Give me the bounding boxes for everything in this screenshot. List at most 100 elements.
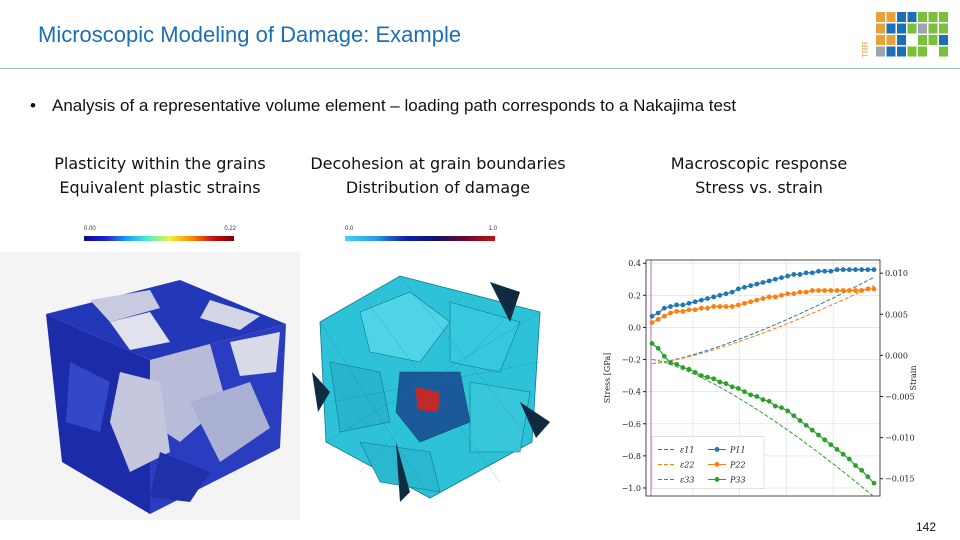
data-point-P33 bbox=[723, 381, 729, 387]
data-point-P11 bbox=[865, 267, 871, 273]
data-point-P22 bbox=[779, 292, 784, 298]
legend-label-e11: ε11 bbox=[680, 445, 694, 454]
data-point-P22 bbox=[735, 302, 741, 308]
colorbar-damage: 0.0 1.0 bbox=[345, 226, 497, 250]
logo-tile bbox=[918, 46, 927, 57]
data-point-P11 bbox=[668, 304, 673, 309]
logo-tile bbox=[907, 12, 917, 22]
heading-line: Equivalent plastic strains bbox=[59, 178, 261, 197]
data-point-P11 bbox=[723, 291, 729, 297]
y2-axis-label: Strain bbox=[909, 366, 918, 391]
data-point-P11 bbox=[809, 270, 815, 276]
logo-tile bbox=[939, 12, 948, 22]
page-number: 142 bbox=[915, 520, 936, 534]
logo-tile bbox=[918, 35, 927, 45]
data-point-P33 bbox=[834, 447, 840, 452]
logo-tile bbox=[939, 23, 948, 34]
data-point-P22 bbox=[816, 288, 821, 293]
legend-marker-P11 bbox=[714, 447, 720, 452]
data-point-P22 bbox=[791, 291, 797, 297]
column-heading-decohesion: Decohesion at grain boundaries Distribut… bbox=[303, 152, 573, 200]
title-divider bbox=[0, 68, 960, 69]
data-point-P22 bbox=[822, 288, 828, 293]
stress-strain-chart-svg: 0.40.20.0−0.2−0.4−0.6−0.8−1.00.0100.0050… bbox=[603, 259, 918, 498]
legend-box bbox=[651, 436, 765, 489]
data-point-P33 bbox=[717, 379, 723, 385]
heading-line: Macroscopic response bbox=[670, 154, 848, 173]
data-point-P11 bbox=[853, 267, 858, 273]
logo-tile bbox=[939, 35, 948, 45]
data-point-P11 bbox=[760, 280, 766, 285]
data-point-P22 bbox=[717, 304, 723, 309]
data-point-P22 bbox=[674, 308, 680, 314]
data-point-P11 bbox=[649, 313, 655, 319]
logo-tile bbox=[876, 23, 885, 34]
data-point-P22 bbox=[871, 286, 877, 292]
logo-tile bbox=[928, 23, 938, 34]
logo-tile bbox=[886, 35, 896, 45]
y2-tick-label: 0.005 bbox=[885, 310, 908, 319]
y-tick-label: −0.4 bbox=[622, 388, 641, 397]
data-point-P11 bbox=[754, 281, 760, 287]
data-point-P11 bbox=[803, 270, 809, 276]
colorbar-plastic-strain: 0.00 0.22 bbox=[84, 226, 236, 250]
data-point-P33 bbox=[840, 451, 846, 457]
data-point-P33 bbox=[748, 392, 754, 398]
plastic-strain-cube-render bbox=[0, 252, 300, 520]
data-point-P33 bbox=[705, 374, 710, 380]
heading-line: Distribution of damage bbox=[345, 178, 531, 197]
data-point-P22 bbox=[748, 299, 754, 305]
y2-tick-label: 0.010 bbox=[885, 269, 908, 278]
y-tick-label: −1.0 bbox=[622, 484, 641, 493]
data-point-P22 bbox=[846, 288, 852, 293]
data-point-P22 bbox=[686, 307, 692, 313]
data-point-P22 bbox=[760, 296, 766, 301]
data-point-P33 bbox=[661, 353, 667, 359]
data-point-P11 bbox=[797, 272, 803, 277]
data-point-P11 bbox=[735, 286, 741, 292]
colorbar-max-label: 0.22 bbox=[224, 226, 236, 232]
column-heading-plasticity: Plasticity within the grains Equivalent … bbox=[25, 152, 295, 200]
strain-line-e11 bbox=[651, 276, 875, 365]
data-point-P22 bbox=[803, 289, 809, 295]
data-point-P22 bbox=[772, 294, 778, 300]
data-point-P22 bbox=[680, 308, 686, 314]
logo-tile bbox=[907, 35, 917, 45]
logo-tile bbox=[876, 46, 885, 57]
data-point-P11 bbox=[742, 284, 747, 290]
y-tick-label: 0.0 bbox=[628, 323, 641, 332]
data-point-P11 bbox=[717, 292, 723, 298]
logo-tile bbox=[939, 46, 948, 57]
data-point-P33 bbox=[791, 413, 797, 419]
legend-label-e22: ε22 bbox=[680, 460, 694, 469]
data-point-P11 bbox=[674, 302, 680, 308]
data-point-P11 bbox=[822, 268, 828, 274]
data-point-P11 bbox=[816, 268, 821, 274]
data-point-P33 bbox=[742, 389, 747, 395]
data-point-P11 bbox=[705, 296, 710, 301]
data-point-P22 bbox=[692, 307, 698, 313]
data-point-P22 bbox=[723, 304, 729, 309]
colorbar-min-label: 0.0 bbox=[345, 226, 354, 232]
y-tick-label: −0.8 bbox=[622, 452, 641, 461]
legend-marker-P33 bbox=[714, 477, 720, 482]
logo-tile bbox=[886, 12, 896, 22]
logo-tile bbox=[918, 23, 927, 34]
data-point-P11 bbox=[846, 267, 852, 273]
logo-tile bbox=[876, 12, 885, 22]
logo-tile bbox=[928, 35, 938, 45]
logo-tile bbox=[928, 12, 938, 22]
logo-tile bbox=[918, 12, 927, 22]
data-point-P33 bbox=[797, 418, 803, 423]
heading-line: Stress vs. strain bbox=[695, 178, 823, 197]
logo-tile bbox=[886, 46, 896, 57]
legend-label-e33: ε33 bbox=[680, 475, 694, 484]
strain-line-e33 bbox=[651, 359, 875, 498]
data-point-P33 bbox=[668, 360, 673, 366]
data-point-P22 bbox=[840, 288, 846, 293]
logo-text: TRR bbox=[862, 41, 870, 58]
data-point-P33 bbox=[686, 366, 692, 372]
data-point-P33 bbox=[785, 408, 791, 414]
y-axis-label: Stress [GPa] bbox=[603, 353, 612, 403]
data-point-P22 bbox=[668, 310, 673, 316]
